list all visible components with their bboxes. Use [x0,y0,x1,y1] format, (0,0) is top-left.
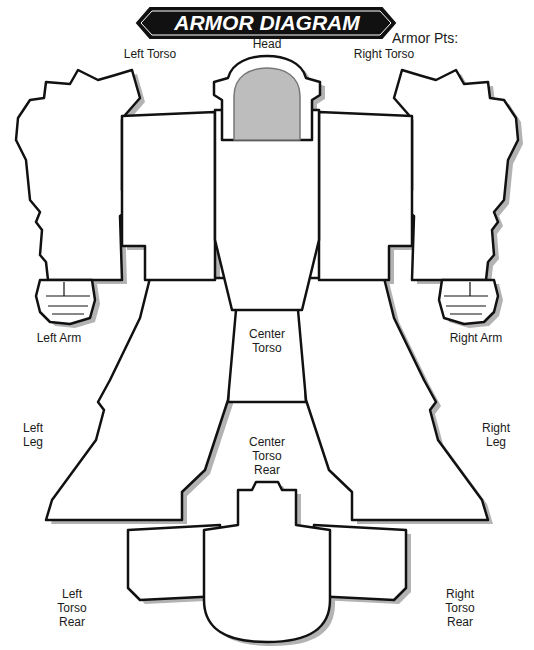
finger-lines [46,282,488,314]
part-label: Center Torso [247,328,288,356]
armor-points-label: Armor Pts: [392,30,458,46]
mech-outline [16,56,518,642]
part-label: Left Torso Rear [55,588,89,629]
part-label: Right Arm [428,332,524,346]
part-label: Left Arm [14,332,104,346]
part-label: Right Leg [480,422,513,450]
title-banner [137,8,395,38]
part-label: Center Torso Rear [247,436,288,477]
part-label: Head [237,38,297,52]
part-label: Right Torso [334,48,434,62]
part-label: Right Torso Rear [443,588,477,629]
part-label: Left Leg [21,422,46,450]
part-label: Left Torso [100,48,200,62]
diagram-title: ARMOR DIAGRAM [140,10,394,36]
